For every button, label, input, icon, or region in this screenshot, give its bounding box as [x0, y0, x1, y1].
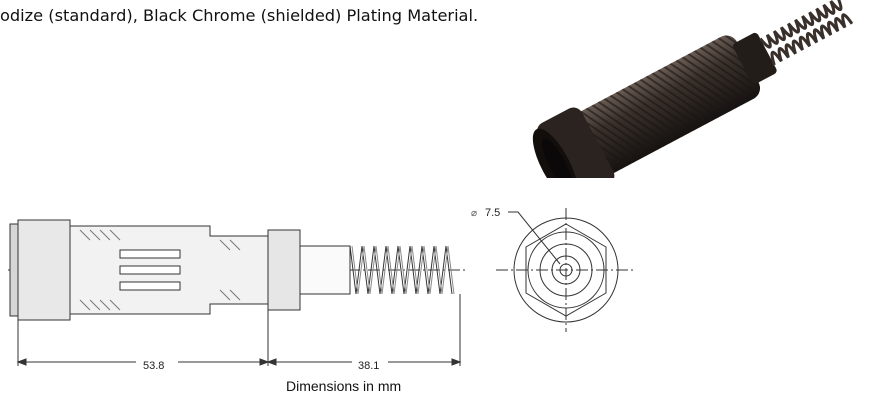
- length-left-label: 53.8: [143, 360, 165, 372]
- dimensions-caption: Dimensions in mm: [286, 378, 402, 394]
- length-right-label: 38.1: [358, 360, 380, 372]
- diameter-symbol: ⌀: [471, 208, 478, 219]
- diameter-label: 7.5: [485, 207, 501, 219]
- connector-photo: [532, 0, 854, 178]
- description-text: odize (standard), Black Chrome (shielded…: [0, 6, 479, 25]
- technical-drawing: [8, 208, 636, 366]
